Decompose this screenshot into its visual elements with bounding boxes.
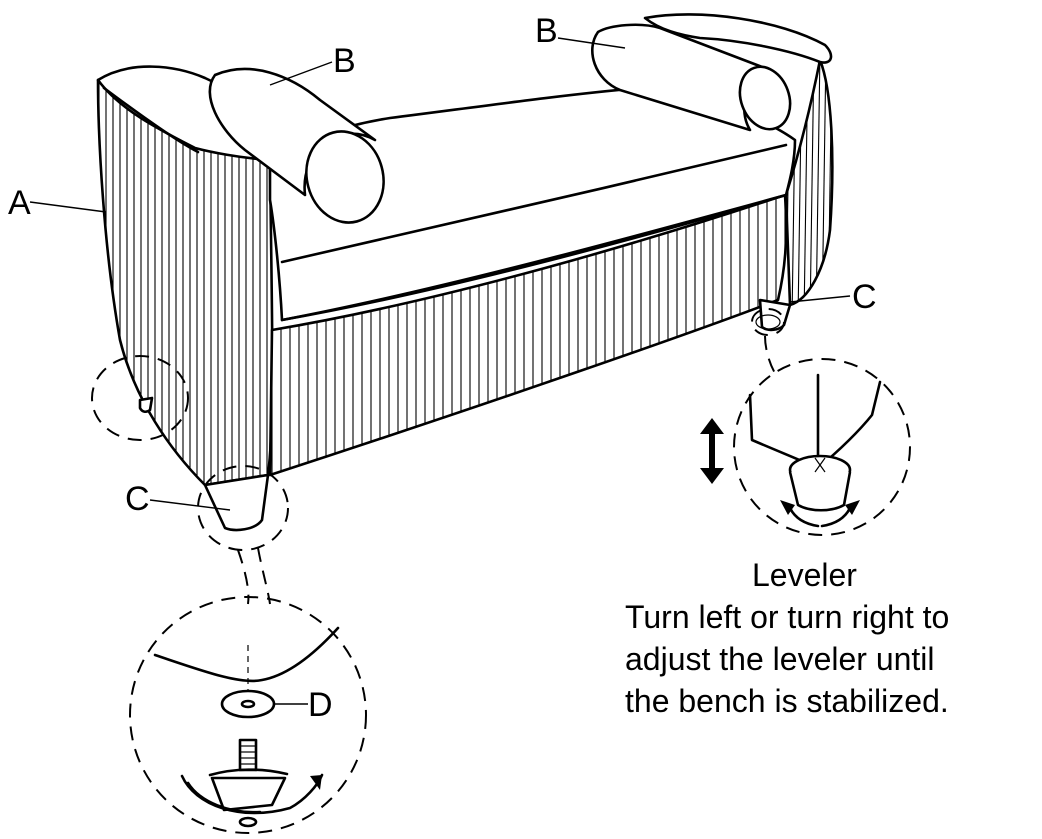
- leveler-instruction-line-1: Turn left or turn right to: [625, 599, 950, 635]
- label-c-right: C: [789, 278, 877, 316]
- label-a: A: [8, 184, 107, 222]
- leveler-instruction-line-2: adjust the leveler until: [625, 641, 935, 677]
- adjust-height-arrow: [700, 418, 724, 484]
- label-c-right-text: C: [852, 278, 877, 316]
- label-b-right: B: [535, 12, 626, 50]
- leg-install-zoom: D: [129, 596, 367, 834]
- rotate-arrow-left: [788, 506, 820, 528]
- left-bolster-pillow: [208, 67, 385, 224]
- bench-leg: [210, 776, 287, 812]
- label-b-right-text: B: [535, 12, 558, 50]
- left-front-leg: [203, 473, 270, 532]
- label-c-left-text: C: [125, 480, 150, 518]
- left-leg-detail-circle: [197, 465, 289, 551]
- label-a-text: A: [8, 184, 31, 222]
- leveler-instruction-line-3: the bench is stabilized.: [625, 683, 949, 719]
- right-arm-top: [643, 13, 833, 64]
- label-b-left: B: [269, 42, 356, 86]
- rear-leg-detail-circle: [91, 355, 189, 441]
- leveler-title: Leveler: [752, 557, 857, 593]
- leveler-zoom: [733, 358, 911, 536]
- label-c-left: C: [125, 480, 231, 518]
- right-bolster-pillow: [591, 23, 792, 132]
- rotate-arrow-right: [820, 506, 852, 528]
- label-d-text: D: [308, 686, 333, 724]
- right-leg-detail-circle: [751, 308, 785, 336]
- label-b-left-text: B: [333, 42, 356, 80]
